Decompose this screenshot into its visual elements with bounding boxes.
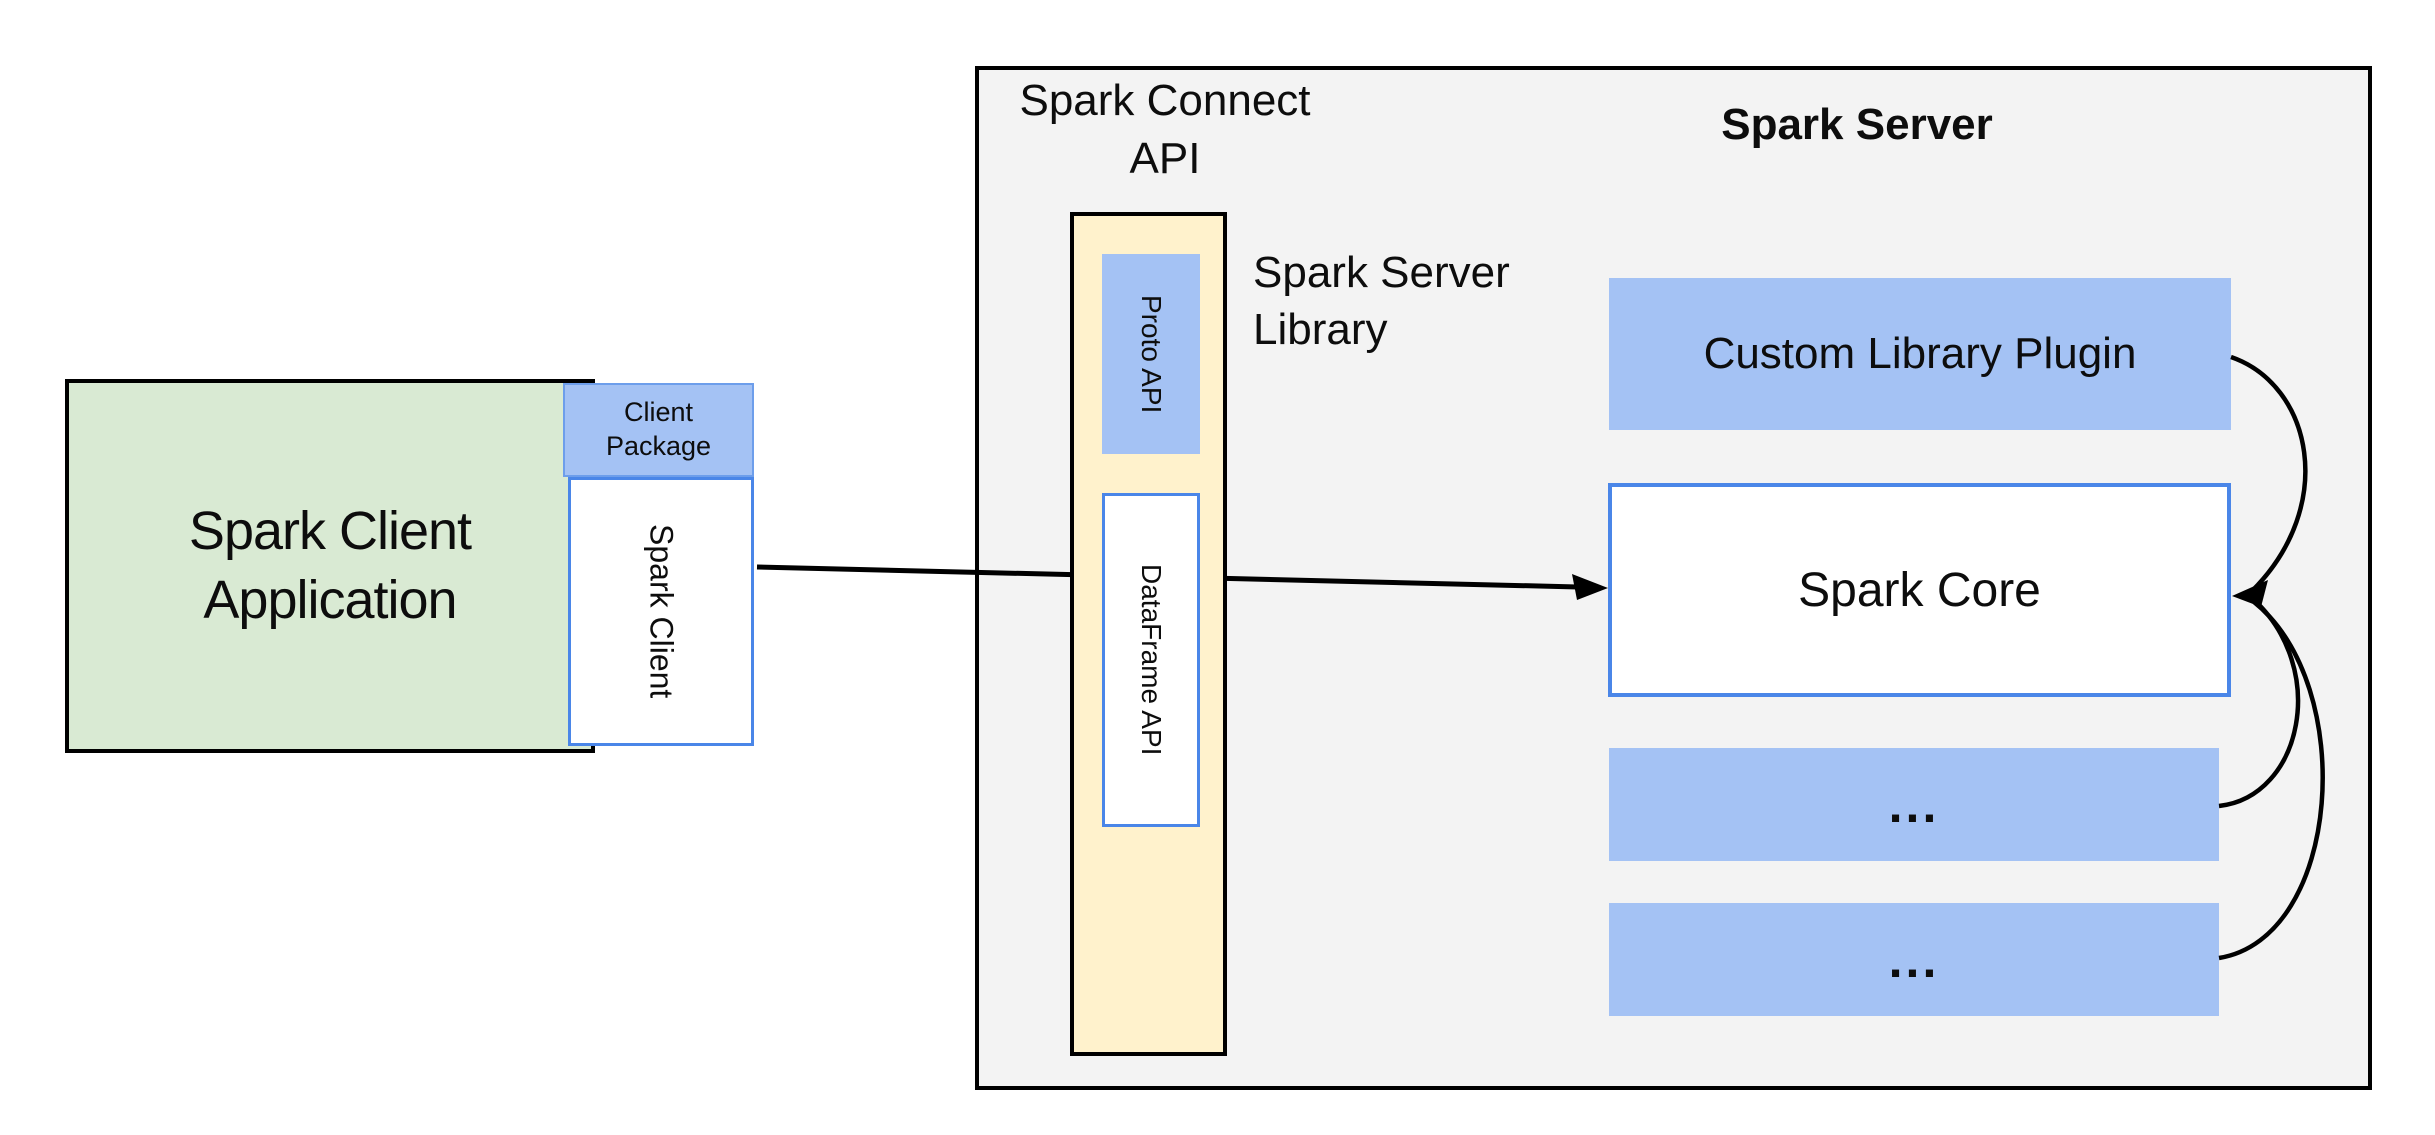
spark-client-box: Spark Client [568, 477, 754, 746]
label-line: Spark Client [188, 500, 472, 561]
ellipsis-label: ... [1888, 776, 1940, 833]
label-line: Library [1253, 305, 1388, 355]
spark-client-application-box: Spark Client Application [65, 379, 595, 753]
label-line: Package [605, 431, 712, 461]
client-package-box: Client Package [563, 383, 754, 477]
spark-server-title: Spark Server [1721, 100, 1993, 149]
label-line: Application [203, 570, 457, 630]
proto-api-box: Proto API [1102, 254, 1200, 454]
custom-library-plugin-box: Custom Library Plugin [1609, 278, 2231, 430]
spark-connect-api-column: Proto API DataFrame API [1070, 212, 1227, 1056]
label-line: API [1129, 134, 1201, 184]
label-line: Spark Server [1253, 248, 1510, 297]
dataframe-api-box: DataFrame API [1102, 493, 1200, 827]
spark-server-library-label: Spark Server Library [1253, 244, 1510, 358]
plugin-placeholder-box-2: ... [1609, 903, 2219, 1016]
client-package-label: Client Package [606, 396, 711, 464]
plugin-placeholder-box-1: ... [1609, 748, 2219, 861]
spark-connect-api-label: Spark Connect API [985, 72, 1345, 188]
spark-client-application-label: Spark Client Application [188, 497, 472, 635]
spark-client-label: Spark Client [643, 524, 680, 699]
ellipsis-label: ... [1888, 931, 1940, 988]
custom-library-plugin-label: Custom Library Plugin [1703, 329, 2137, 378]
dataframe-api-label: DataFrame API [1136, 564, 1167, 756]
label-line: Client [623, 397, 693, 428]
spark-core-box: Spark Core [1608, 483, 2231, 697]
proto-api-label: Proto API [1136, 294, 1167, 414]
spark-core-label: Spark Core [1798, 563, 2041, 617]
label-line: Spark Connect [1019, 76, 1311, 125]
